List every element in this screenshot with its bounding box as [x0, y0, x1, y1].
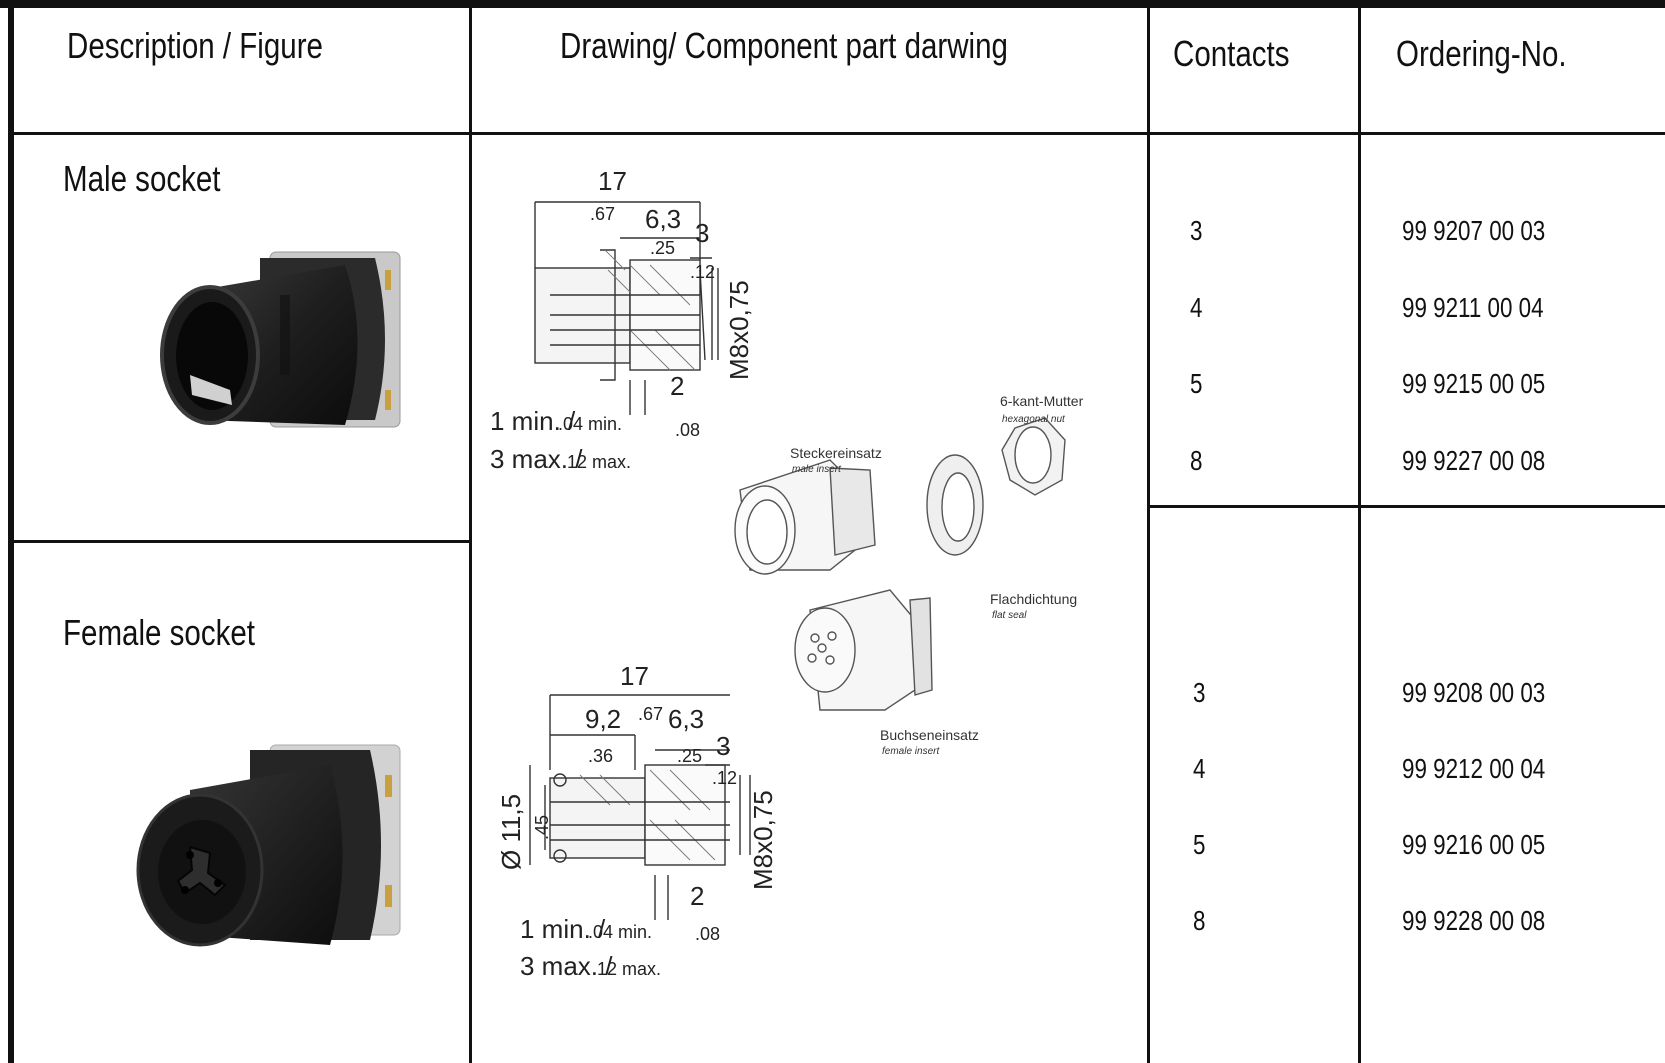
female-dim-17: 17	[620, 661, 649, 691]
male-contacts-1: 4	[1190, 292, 1203, 323]
label-male-insert-en: male insert	[792, 464, 842, 475]
male-dim-67: .67	[590, 204, 615, 224]
female-ordering-1: 99 9212 00 04	[1402, 753, 1546, 784]
female-dim-25: .25	[677, 746, 702, 766]
female-dim-dia: Ø 11,5	[496, 794, 526, 870]
male-socket-photo	[160, 251, 401, 428]
female-dim-08: .08	[695, 924, 720, 944]
label-male-insert: Steckereinsatz	[790, 445, 882, 461]
female-max: 3 max. /	[520, 951, 613, 981]
male-dim-63: 6,3	[645, 204, 681, 234]
label-flat-seal: Flachdichtung	[990, 591, 1077, 607]
male-max-in: .12 max.	[562, 452, 631, 472]
label-hexnut: 6-kant-Mutter	[1000, 393, 1084, 409]
male-thread: M8x0,75	[724, 280, 754, 380]
male-dim-12: .12	[690, 262, 715, 282]
female-dim-3: 3	[716, 731, 730, 761]
header-drawing: Drawing/ Component part darwing	[560, 25, 1008, 66]
female-ordering-3: 99 9228 00 08	[1402, 905, 1546, 936]
male-contacts-0: 3	[1190, 215, 1203, 246]
row-label-male: Male socket	[63, 158, 221, 199]
female-socket-photo	[136, 744, 401, 947]
header-ordering: Ordering-No.	[1396, 33, 1567, 74]
male-dim-08: .08	[675, 420, 700, 440]
female-thread: M8x0,75	[748, 790, 778, 890]
male-dim-3: 3	[695, 218, 709, 248]
row-divider-desc	[8, 540, 471, 543]
male-dim-25: .25	[650, 238, 675, 258]
table-top-border	[0, 0, 1665, 8]
female-contacts-3: 8	[1193, 905, 1206, 936]
row-label-female: Female socket	[63, 612, 255, 653]
female-dim-67: .67	[638, 704, 663, 724]
female-contacts-0: 3	[1193, 677, 1206, 708]
male-contacts-3: 8	[1190, 445, 1203, 476]
female-contacts-1: 4	[1193, 753, 1206, 784]
female-dim-36: .36	[588, 746, 613, 766]
female-dim-92: 9,2	[585, 704, 621, 734]
label-female-insert: Buchseneinsatz	[880, 727, 979, 743]
label-hexnut-en: hexagonal nut	[1002, 414, 1066, 425]
male-contacts-2: 5	[1190, 368, 1203, 399]
female-ordering-0: 99 9208 00 03	[1402, 677, 1546, 708]
col-divider-2	[1147, 8, 1150, 1063]
male-min: 1 min. /	[490, 406, 576, 436]
technical-drawing: 17 .67 6,3 3 .25 .12 M8x0,75 2 .08 1 min…	[490, 166, 1084, 981]
table-left-border	[8, 0, 14, 1063]
female-contacts-2: 5	[1193, 829, 1206, 860]
male-max: 3 max. /	[490, 444, 583, 474]
row-divider-contacts	[1147, 505, 1665, 508]
col-divider-1	[469, 8, 472, 1063]
male-dim-17: 17	[598, 166, 627, 196]
female-dim-12: .12	[712, 768, 737, 788]
male-ordering-2: 99 9215 00 05	[1402, 368, 1546, 399]
female-max-in: .12 max.	[592, 959, 661, 979]
male-ordering-0: 99 9207 00 03	[1402, 215, 1546, 246]
female-dim-2: 2	[690, 881, 704, 911]
col-divider-3	[1358, 8, 1361, 1063]
female-min-in: .04 min.	[588, 922, 652, 942]
female-ordering-2: 99 9216 00 05	[1402, 829, 1546, 860]
female-dim-63: 6,3	[668, 704, 704, 734]
female-dim-45: .45	[532, 815, 552, 840]
female-min: 1 min. /	[520, 914, 606, 944]
label-female-insert-en: female insert	[882, 746, 940, 757]
header-description: Description / Figure	[67, 25, 323, 66]
header-contacts: Contacts	[1173, 33, 1290, 74]
male-min-in: .04 min.	[558, 414, 622, 434]
label-flat-seal-en: flat seal	[992, 610, 1027, 621]
male-ordering-3: 99 9227 00 08	[1402, 445, 1546, 476]
male-dim-2: 2	[670, 371, 684, 401]
male-ordering-1: 99 9211 00 04	[1402, 292, 1544, 323]
header-bottom-border	[8, 132, 1665, 135]
